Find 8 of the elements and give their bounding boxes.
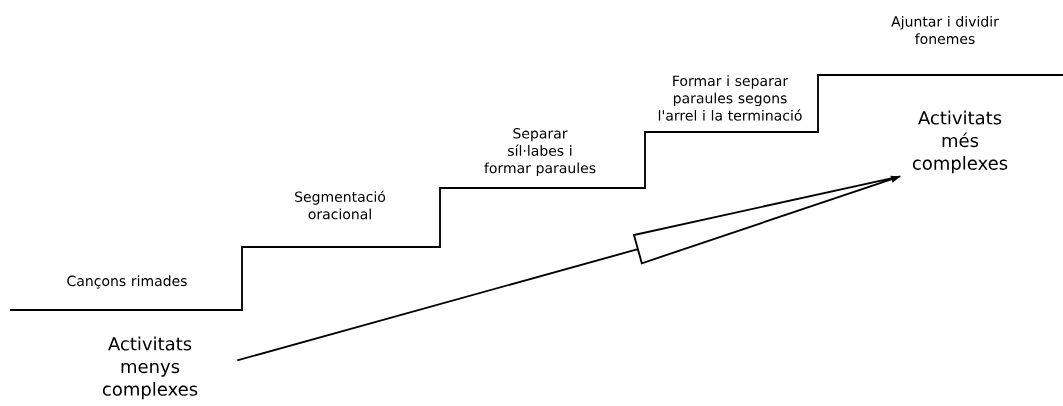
step-label: Segmentació oracional: [295, 190, 386, 220]
step-label: Formar i separar paraules segons l'arrel i la terminació: [658, 75, 802, 121]
step-label: Ajuntar i dividir fonemes: [891, 15, 999, 45]
level-text: Activitats menys complexes: [102, 336, 198, 400]
arrow: [236, 175, 902, 362]
step-label: Cançons rimades: [67, 275, 187, 289]
level-text: Activitats més complexes: [912, 110, 1008, 174]
step-label: Separar síl·labes i formar paraules: [484, 128, 596, 176]
